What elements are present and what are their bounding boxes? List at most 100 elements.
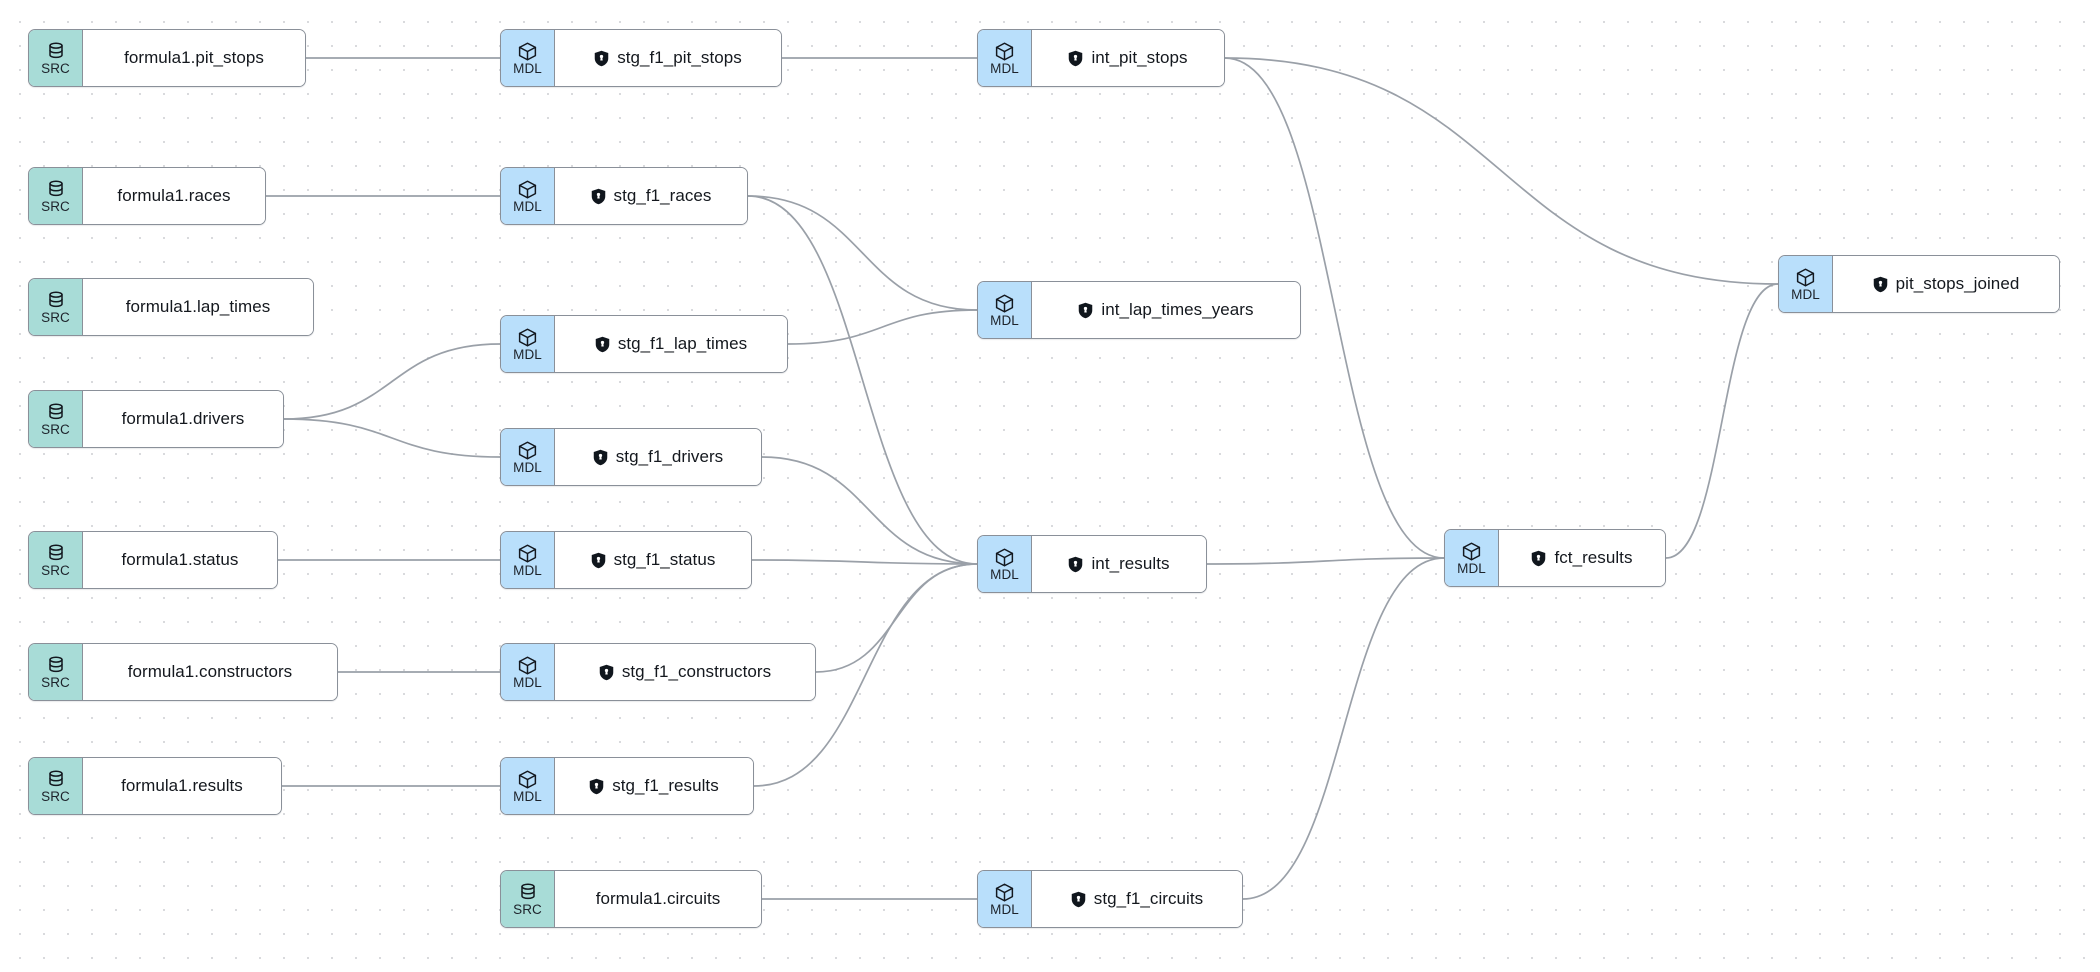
node-type-badge: MDL xyxy=(501,758,555,814)
graph-node-stg_status[interactable]: MDL stg_f1_status xyxy=(500,531,752,589)
node-type-badge-label: MDL xyxy=(1457,560,1486,576)
graph-edge-int_results-to-fct_results xyxy=(1206,557,1445,565)
graph-edge-src_drivers-to-stg_drivers xyxy=(283,418,501,458)
database-icon xyxy=(46,41,66,61)
node-type-badge: MDL xyxy=(501,532,555,588)
shield-lock-icon xyxy=(1071,891,1086,908)
graph-node-src_lap_times[interactable]: SRC formula1.lap_times xyxy=(28,278,314,336)
node-body: fct_results xyxy=(1499,530,1665,586)
database-icon xyxy=(46,769,66,789)
node-type-badge: MDL xyxy=(978,282,1032,338)
node-type-badge: SRC xyxy=(29,644,83,700)
node-type-badge-label: SRC xyxy=(41,60,70,76)
cube-icon xyxy=(994,547,1015,567)
node-label: stg_f1_drivers xyxy=(615,447,724,466)
graph-node-stg_lap_times[interactable]: MDL stg_f1_lap_times xyxy=(500,315,788,373)
node-label: stg_f1_races xyxy=(613,186,712,205)
node-type-badge-label: MDL xyxy=(513,346,542,362)
node-body: formula1.circuits xyxy=(555,871,761,927)
node-body: pit_stops_joined xyxy=(1833,256,2059,312)
node-type-badge-label: MDL xyxy=(513,562,542,578)
graph-node-fct_results[interactable]: MDL fct_results xyxy=(1444,529,1666,587)
graph-edge-stg_status-to-int_results xyxy=(751,559,978,565)
node-body: stg_f1_circuits xyxy=(1032,871,1242,927)
node-type-badge: MDL xyxy=(1779,256,1833,312)
cube-icon xyxy=(517,769,538,789)
node-label: stg_f1_status xyxy=(613,550,716,569)
graph-node-src_circuits[interactable]: SRC formula1.circuits xyxy=(500,870,762,928)
node-type-badge-label: MDL xyxy=(513,674,542,690)
node-body: stg_f1_pit_stops xyxy=(555,30,781,86)
shield-lock-icon xyxy=(594,50,609,67)
node-label: stg_f1_constructors xyxy=(621,662,772,681)
shield-lock-icon xyxy=(1068,556,1083,573)
graph-node-stg_races[interactable]: MDL stg_f1_races xyxy=(500,167,748,225)
node-type-badge-label: MDL xyxy=(990,566,1019,582)
node-type-badge-label: SRC xyxy=(41,562,70,578)
node-body: int_results xyxy=(1032,536,1206,592)
node-type-badge-label: MDL xyxy=(513,60,542,76)
node-type-badge: MDL xyxy=(978,536,1032,592)
node-type-badge: SRC xyxy=(29,168,83,224)
graph-node-src_pit_stops[interactable]: SRC formula1.pit_stops xyxy=(28,29,306,87)
database-icon xyxy=(46,402,66,422)
graph-edge-stg_races-to-int_results xyxy=(747,195,978,565)
graph-node-stg_pit_stops[interactable]: MDL stg_f1_pit_stops xyxy=(500,29,782,87)
cube-icon xyxy=(994,882,1015,902)
database-icon xyxy=(46,179,66,199)
graph-edge-stg_lap_times-to-int_lap_times_years xyxy=(787,309,978,345)
node-type-badge: MDL xyxy=(501,30,555,86)
node-body: formula1.status xyxy=(83,532,277,588)
node-body: formula1.pit_stops xyxy=(83,30,305,86)
node-type-badge-label: SRC xyxy=(41,421,70,437)
graph-node-int_results[interactable]: MDL int_results xyxy=(977,535,1207,593)
shield-lock-icon xyxy=(1873,276,1888,293)
node-type-badge-label: MDL xyxy=(513,788,542,804)
node-label: formula1.pit_stops xyxy=(124,48,264,67)
node-body: int_lap_times_years xyxy=(1032,282,1300,338)
shield-lock-icon xyxy=(1078,302,1093,319)
graph-node-stg_drivers[interactable]: MDL stg_f1_drivers xyxy=(500,428,762,486)
shield-lock-icon xyxy=(591,552,606,569)
node-body: stg_f1_lap_times xyxy=(555,316,787,372)
graph-node-stg_results[interactable]: MDL stg_f1_results xyxy=(500,757,754,815)
database-icon xyxy=(46,655,66,675)
graph-edge-int_pit_stops-to-pit_stops_joined xyxy=(1224,57,1779,285)
node-type-badge-label: SRC xyxy=(41,309,70,325)
node-label: formula1.circuits xyxy=(595,889,721,908)
cube-icon xyxy=(517,327,538,347)
node-type-badge: SRC xyxy=(29,279,83,335)
graph-node-src_status[interactable]: SRC formula1.status xyxy=(28,531,278,589)
cube-icon xyxy=(517,440,538,460)
graph-edge-fct_results-to-pit_stops_joined xyxy=(1665,283,1779,559)
node-type-badge-label: SRC xyxy=(513,901,542,917)
node-type-badge: MDL xyxy=(978,30,1032,86)
cube-icon xyxy=(1461,541,1482,561)
node-type-badge: MDL xyxy=(501,168,555,224)
node-label: stg_f1_results xyxy=(612,776,719,795)
cube-icon xyxy=(517,655,538,675)
node-type-badge: SRC xyxy=(29,391,83,447)
shield-lock-icon xyxy=(589,778,604,795)
cube-icon xyxy=(994,41,1015,61)
database-icon xyxy=(518,882,538,902)
graph-node-stg_constructors[interactable]: MDL stg_f1_constructors xyxy=(500,643,816,701)
node-label: formula1.status xyxy=(121,550,239,569)
node-body: stg_f1_constructors xyxy=(555,644,815,700)
node-type-badge-label: MDL xyxy=(513,459,542,475)
cube-icon xyxy=(517,41,538,61)
shield-lock-icon xyxy=(599,664,614,681)
node-label: formula1.lap_times xyxy=(125,297,271,316)
node-type-badge-label: SRC xyxy=(41,674,70,690)
node-body: stg_f1_results xyxy=(555,758,753,814)
